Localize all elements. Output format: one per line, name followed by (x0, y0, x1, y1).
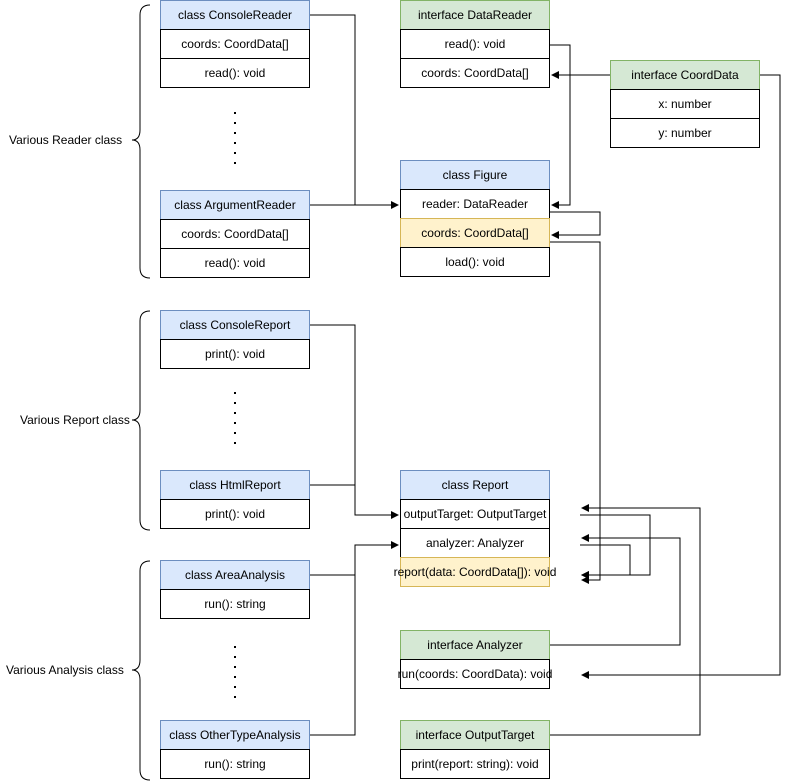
reader-group-label: Various Reader class (9, 133, 123, 147)
class-method: run(): string (160, 749, 310, 779)
coord-data-interface: interface CoordData x: number y: number (610, 60, 760, 148)
report-method: report(data: CoordData[]): void (394, 557, 556, 587)
interface-header: interface CoordData (610, 60, 760, 90)
class-method: run(): string (160, 589, 310, 619)
report-analyzer-loop-arrow (580, 544, 631, 579)
area-analysis-to-report-arrow (310, 541, 399, 576)
argument-reader-class: class ArgumentReader coords: CoordData[]… (160, 190, 310, 278)
class-header: class ConsoleReport (160, 310, 310, 340)
interface-method: print(report: string): void (400, 749, 550, 779)
console-report-to-report-line (310, 324, 356, 515)
other-type-analysis-class: class OtherTypeAnalysis run(): string (160, 720, 310, 779)
interface-field-x: x: number (610, 89, 760, 119)
report-output-field: outputTarget: OutputTarget (400, 499, 550, 529)
interface-method: read(): void (400, 29, 550, 59)
class-method: read(): void (160, 58, 310, 88)
class-field: coords: CoordData[] (160, 29, 310, 59)
console-reader-class: class ConsoleReader coords: CoordData[] … (160, 0, 310, 88)
figure-reader-to-coords-arrow (550, 211, 601, 239)
outputtarget-to-report-arrow (550, 504, 701, 736)
interface-field-y: y: number (610, 118, 760, 148)
class-header: class ArgumentReader (160, 190, 310, 220)
class-header: class Figure (400, 160, 550, 190)
interface-header: interface Analyzer (400, 630, 550, 660)
class-field: coords: CoordData[] (160, 219, 310, 249)
analysis-group-brace (131, 560, 151, 781)
datareader-to-figure-arrow (550, 44, 571, 209)
report-analyzer-field: analyzer: Analyzer (400, 528, 550, 558)
reader-group-brace (131, 4, 151, 279)
class-header: class OtherTypeAnalysis (160, 720, 310, 750)
class-method: print(): void (160, 339, 310, 369)
figure-coords-to-report-arrow (550, 241, 601, 584)
html-report-to-report-arrow (310, 484, 399, 519)
interface-field: coords: CoordData[] (400, 58, 550, 88)
html-report-class: class HtmlReport print(): void (160, 470, 310, 529)
output-target-interface: interface OutputTarget print(report: str… (400, 720, 550, 779)
report-group-label: Various Report class (20, 413, 130, 427)
other-analysis-to-report-line (310, 575, 356, 736)
figure-load-method: load(): void (400, 247, 550, 277)
interface-header: interface DataReader (400, 0, 550, 30)
interface-method: run(coords: CoordData): void (398, 659, 552, 689)
analyzer-interface: interface Analyzer run(coords: CoordData… (398, 630, 552, 689)
analysis-group-label: Various Analysis class (6, 663, 124, 677)
class-header: class HtmlReport (160, 470, 310, 500)
class-header: class Report (400, 470, 550, 500)
data-reader-interface: interface DataReader read(): void coords… (400, 0, 550, 88)
area-analysis-class: class AreaAnalysis run(): string (160, 560, 310, 619)
figure-class: class Figure reader: DataReader coords: … (400, 160, 550, 277)
coorddata-to-analyzer-arrow (581, 74, 781, 679)
class-header: class AreaAnalysis (160, 560, 310, 590)
figure-coords-field: coords: CoordData[] (400, 218, 550, 248)
analyzer-to-report-arrow (550, 534, 681, 646)
console-report-class: class ConsoleReport print(): void (160, 310, 310, 369)
class-method: print(): void (160, 499, 310, 529)
class-method: read(): void (160, 248, 310, 278)
report-group-brace (131, 310, 151, 531)
console-reader-to-figure-line (310, 14, 356, 205)
class-header: class ConsoleReader (160, 0, 310, 30)
report-class: class Report outputTarget: OutputTarget … (394, 470, 556, 587)
interface-header: interface OutputTarget (400, 720, 550, 750)
figure-reader-field: reader: DataReader (400, 189, 550, 219)
